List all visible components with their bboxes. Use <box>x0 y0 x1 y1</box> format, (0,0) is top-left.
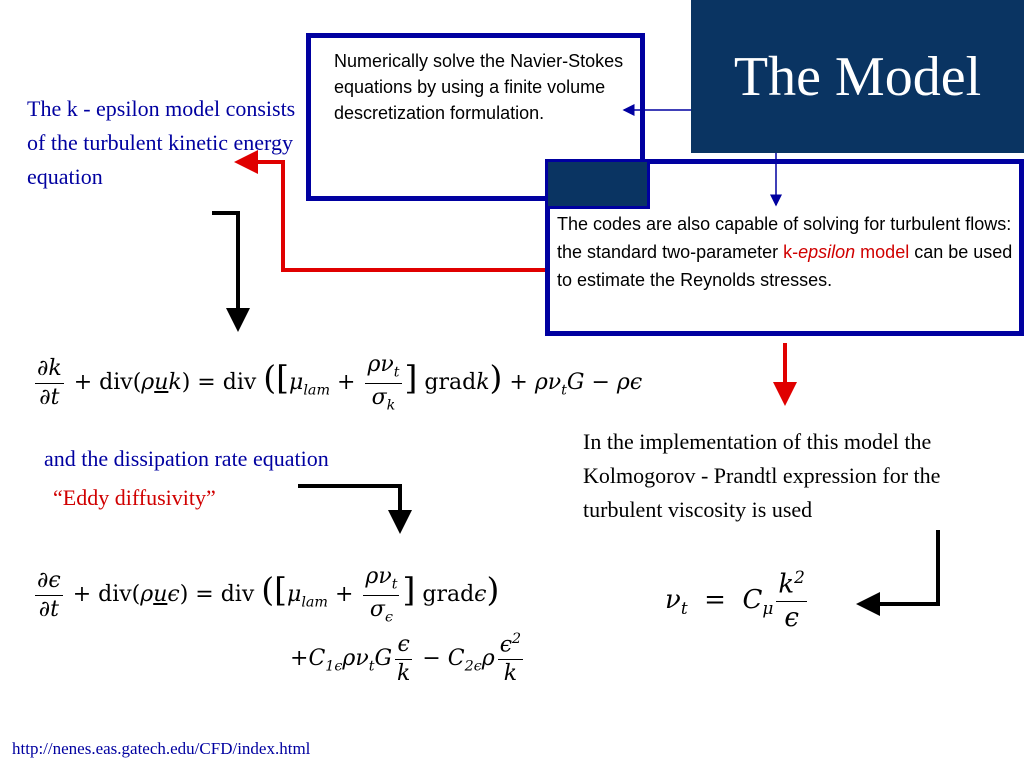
eddy-diffusivity-label: “Eddy diffusivity” <box>53 485 216 510</box>
numerical-solve-text: Numerically solve the Navier-Stokes equa… <box>334 51 624 123</box>
codes-to-desc-red-arrow <box>234 150 545 272</box>
codes-text-part1: The codes are also capable of solving fo… <box>557 214 1012 262</box>
slide-title: The Model <box>733 46 982 108</box>
codes-box-accent <box>545 159 650 209</box>
source-url: http://nenes.eas.gatech.edu/CFD/index.ht… <box>12 739 311 758</box>
numerical-solve-box <box>306 33 645 201</box>
k-dash-label: k- <box>783 242 799 262</box>
codes-text-part2: can be used to estimate the Reynolds str… <box>557 242 1013 290</box>
epsilon-label: epsilon <box>798 242 856 262</box>
eddy-to-epsilon-arrow <box>298 484 412 534</box>
desc-to-k-equation-arrow <box>212 211 250 332</box>
dissipation-text: and the dissipation rate equation <box>44 446 329 471</box>
implementation-text: In the implementation of this model the … <box>583 429 941 522</box>
codes-capability-box <box>545 159 1024 336</box>
title-banner <box>691 0 1024 153</box>
impl-to-viscosity-arrow <box>856 530 940 616</box>
model-label: model <box>855 242 910 262</box>
k-epsilon-description: The k - epsilon model consists of the tu… <box>27 96 296 189</box>
codes-capability-text: The codes are also capable of solving fo… <box>557 210 1017 294</box>
